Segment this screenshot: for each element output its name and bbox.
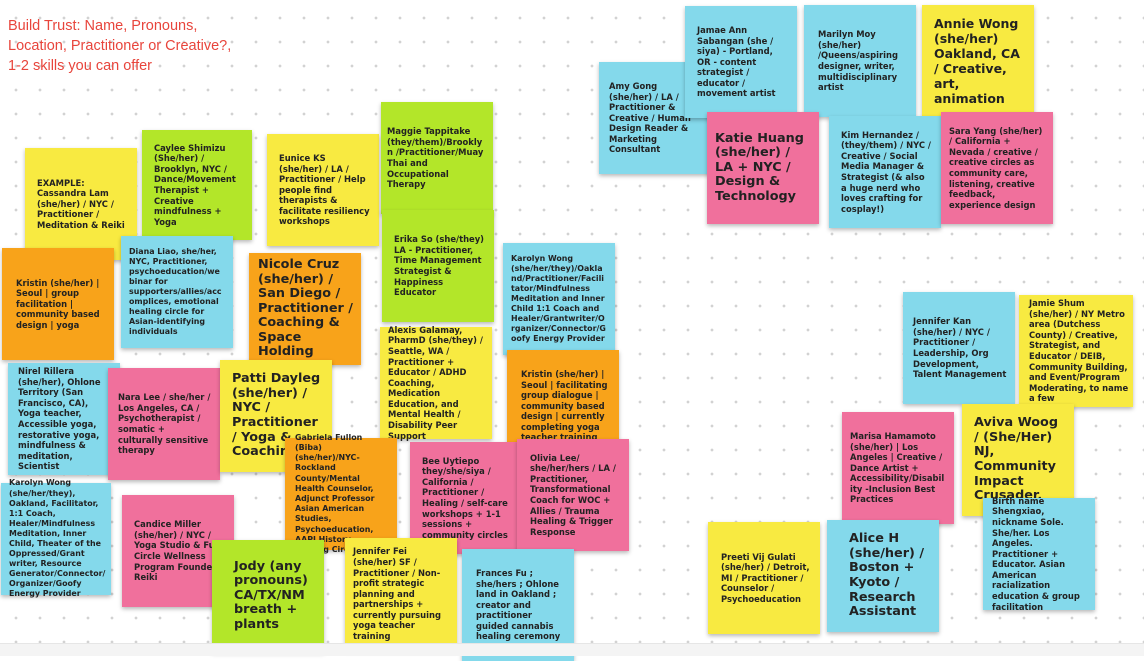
sticky-note-karolyn-2[interactable]: Karolyn Wong (she/her/they), Oakland, Fa… (1, 478, 111, 598)
sticky-note-text: Kim Hernandez / (they/them) / NYC / Crea… (841, 129, 931, 214)
sticky-note-text: Erika So (she/they) LA - Practitioner, T… (394, 234, 485, 298)
sticky-note-text: Jennifer Fei (she/her) SF / Practitioner… (353, 546, 441, 642)
sticky-note-alice[interactable]: Alice H (she/her) / Boston + Kyoto / Res… (827, 520, 939, 632)
sticky-note-jamae[interactable]: Jamae Ann Sabangan (she / siya) - Portla… (685, 6, 797, 118)
sticky-note-text: Amy Gong (she/her) / LA / Practitioner &… (609, 80, 691, 155)
sticky-note-text: Jennifer Kan (she/her) / NYC / Practitio… (913, 316, 1007, 380)
sticky-note-text: Marilyn Moy (she/her) /Queens/aspiring d… (818, 29, 898, 93)
sticky-note-text: Gabriela Fullon (Biba) (she/her)/NYC-Roc… (295, 432, 375, 555)
sticky-note-text: Karolyn Wong (she/her/they)/Oakland/Prac… (511, 253, 606, 344)
sticky-note-caylee[interactable]: Caylee Shimizu (She/her) / Brooklyn, NYC… (142, 130, 252, 240)
sticky-note-text: Patti Dayleg (she/her) / NYC / Practitio… (232, 371, 321, 460)
sticky-note-annie[interactable]: Annie Wong (she/her) Oakland, CA / Creat… (922, 5, 1034, 117)
sticky-note-jody[interactable]: Jody (any pronouns) CA/TX/NM breath + pl… (212, 540, 324, 652)
sticky-note-text: Preeti Vij Gulati (she/her) / Detroit, M… (721, 551, 810, 604)
sticky-note-text: Marisa Hamamoto (she/her) | Los Angeles … (850, 430, 945, 505)
sticky-note-kristin-1[interactable]: Kristin (she/her) | Seoul | group facili… (2, 248, 114, 360)
sticky-note-text: Diana Liao, she/her, NYC, Practitioner, … (129, 246, 222, 337)
prompt-line-1: Build Trust: Name, Pronouns, (8, 18, 198, 34)
sticky-note-text: Jody (any pronouns) CA/TX/NM breath + pl… (234, 558, 308, 632)
sticky-note-marisa[interactable]: Marisa Hamamoto (she/her) | Los Angeles … (842, 412, 954, 524)
horizontal-scrollbar[interactable] (0, 643, 1144, 656)
sticky-note-text: Candice Miller (she/her) / NYC / Yoga St… (134, 519, 221, 583)
sticky-note-nirel[interactable]: Nirel Rillera (she/her), Ohlone Territor… (8, 363, 120, 475)
sticky-note-jamie[interactable]: Jamie Shum (she/her) / NY Metro area (Du… (1019, 295, 1133, 407)
sticky-note-text: Nara Lee / she/her / Los Angeles, CA / P… (118, 392, 211, 456)
sticky-note-text: EXAMPLE: Cassandra Lam (she/her) / NYC /… (37, 177, 125, 230)
sticky-note-preeti[interactable]: Preeti Vij Gulati (she/her) / Detroit, M… (708, 522, 820, 634)
sticky-note-text: Sara Yang (she/her) / California + Nevad… (949, 125, 1043, 210)
prompt-line-2: Location, Practitioner or Creative?, (8, 38, 232, 54)
sticky-note-text: Jamie Shum (she/her) / NY Metro area (Du… (1029, 298, 1129, 404)
sticky-note-text: Karolyn Wong (she/her/they), Oakland, Fa… (9, 478, 106, 599)
sticky-note-gabriela[interactable]: Gabriela Fullon (Biba) (she/her)/NYC-Roc… (285, 433, 397, 554)
sticky-note-nicole[interactable]: Nicole Cruz (she/her) / San Diego / Prac… (249, 253, 361, 365)
sticky-note-kim[interactable]: Kim Hernandez / (they/them) / NYC / Crea… (829, 116, 941, 228)
sticky-note-text: Maggie Tappitake (they/them)/Brooklyn /P… (387, 126, 484, 190)
sticky-note-text: Alice H (she/her) / Boston + Kyoto / Res… (849, 531, 925, 620)
sticky-note-text: Kristin (she/her) | Seoul | facilitating… (521, 368, 608, 443)
sticky-note-text: Aviva Woog / (She/Her) NJ, Community Imp… (974, 415, 1059, 504)
sticky-note-diana[interactable]: Diana Liao, she/her, NYC, Practitioner, … (121, 236, 233, 348)
sticky-note-frances[interactable]: Frances Fu ; she/hers ; Ohlone land in O… (462, 549, 574, 661)
sticky-note-text: Nirel Rillera (she/her), Ohlone Territor… (18, 366, 101, 472)
sticky-note-sara[interactable]: Sara Yang (she/her) / California + Nevad… (941, 112, 1053, 224)
sticky-note-text: Katie Huang (she/her) / LA + NYC / Desig… (715, 130, 804, 204)
sticky-note-text: Nicole Cruz (she/her) / San Diego / Prac… (258, 256, 353, 360)
sticky-note-text: Eunice KS (she/her) / LA / Practitioner … (279, 152, 370, 227)
sticky-note-eunice[interactable]: Eunice KS (she/her) / LA / Practitioner … (267, 134, 379, 246)
sticky-note-birth-name[interactable]: Birth name Shengxiao, nickname Sole. She… (983, 495, 1095, 612)
sticky-note-text: Annie Wong (she/her) Oakland, CA / Creat… (934, 16, 1020, 106)
sticky-note-alexis[interactable]: Alexis Galamay, PharmD (she/they) / Seat… (380, 324, 492, 441)
sticky-note-maggie[interactable]: Maggie Tappitake (they/them)/Brooklyn /P… (381, 102, 493, 214)
sticky-note-text: Frances Fu ; she/hers ; Ohlone land in O… (476, 567, 561, 642)
prompt-line-3: 1-2 skills you can offer (8, 58, 152, 74)
sticky-note-jennifer-kan[interactable]: Jennifer Kan (she/her) / NYC / Practitio… (903, 292, 1015, 404)
sticky-note-karolyn-1[interactable]: Karolyn Wong (she/her/they)/Oakland/Prac… (503, 243, 615, 355)
sticky-note-text: Jamae Ann Sabangan (she / siya) - Portla… (697, 24, 776, 99)
sticky-note-example[interactable]: EXAMPLE: Cassandra Lam (she/her) / NYC /… (25, 148, 137, 260)
sticky-note-marilyn[interactable]: Marilyn Moy (she/her) /Queens/aspiring d… (804, 5, 916, 117)
sticky-note-katie[interactable]: Katie Huang (she/her) / LA + NYC / Desig… (707, 112, 819, 224)
sticky-note-text: Olivia Lee/ she/her/hers / LA / Practiti… (530, 452, 616, 537)
sticky-note-erika[interactable]: Erika So (she/they) LA - Practitioner, T… (382, 210, 494, 322)
sticky-note-text: Bee Uytiepo they/she/siya / California /… (422, 455, 508, 540)
board-prompt-text: Build Trust: Name, Pronouns, Location, P… (8, 16, 268, 76)
sticky-note-text: Kristin (she/her) | Seoul | group facili… (16, 277, 100, 330)
sticky-note-text: Caylee Shimizu (She/her) / Brooklyn, NYC… (154, 142, 236, 227)
sticky-note-nara[interactable]: Nara Lee / she/her / Los Angeles, CA / P… (108, 368, 220, 480)
sticky-note-bee[interactable]: Bee Uytiepo they/she/siya / California /… (410, 442, 522, 554)
sticky-note-text: Alexis Galamay, PharmD (she/they) / Seat… (388, 324, 483, 441)
sticky-note-jennifer-fei[interactable]: Jennifer Fei (she/her) SF / Practitioner… (345, 538, 457, 650)
sticky-note-amy[interactable]: Amy Gong (she/her) / LA / Practitioner &… (599, 62, 711, 174)
sticky-note-text: Birth name Shengxiao, nickname Sole. She… (992, 495, 1080, 612)
sticky-note-olivia[interactable]: Olivia Lee/ she/her/hers / LA / Practiti… (517, 439, 629, 551)
